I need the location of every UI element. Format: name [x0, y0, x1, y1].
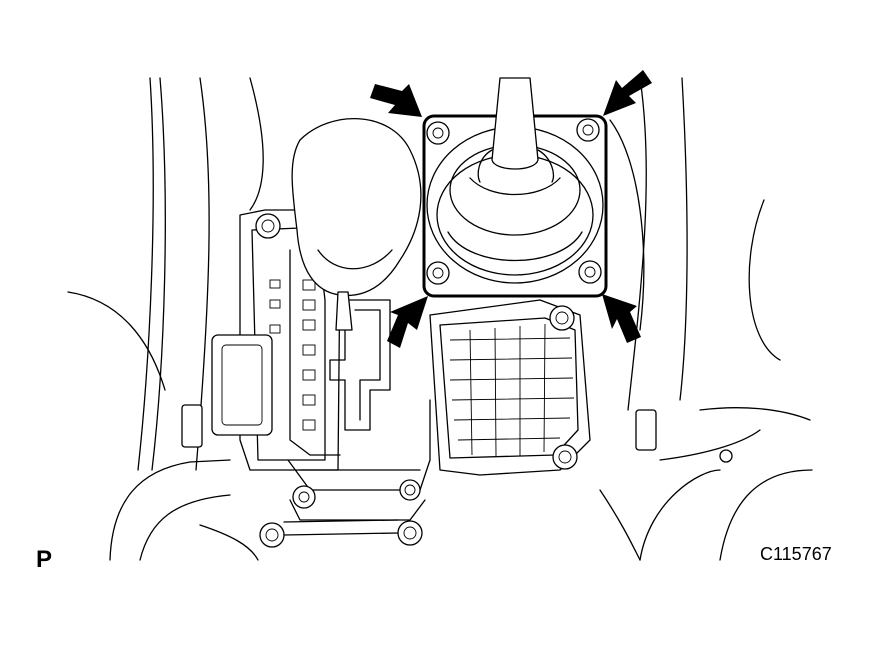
boot-retainer-bolts — [426, 118, 602, 285]
figure-code: C115767 — [760, 544, 832, 564]
shift-knob — [291, 117, 422, 331]
callout-arrows — [370, 70, 652, 348]
view-label: P — [36, 546, 53, 573]
shift-indicator-panel — [211, 209, 431, 521]
shift-lever-boot — [422, 77, 608, 298]
arrow-top-right — [603, 70, 652, 116]
bolt-top-left — [426, 121, 450, 145]
arrow-bottom-right — [602, 294, 641, 343]
arrow-top-left — [370, 84, 422, 117]
side-trim — [181, 404, 733, 463]
shift-housing-base — [429, 299, 591, 476]
bolt-bottom-left — [426, 261, 450, 285]
shift-lever-shaft — [491, 77, 539, 170]
bolt-bottom-right — [578, 260, 602, 284]
mounting-bolts — [255, 213, 423, 548]
bolt-top-right — [576, 118, 600, 142]
arrow-bottom-left — [387, 296, 428, 348]
console-outline — [67, 77, 813, 561]
